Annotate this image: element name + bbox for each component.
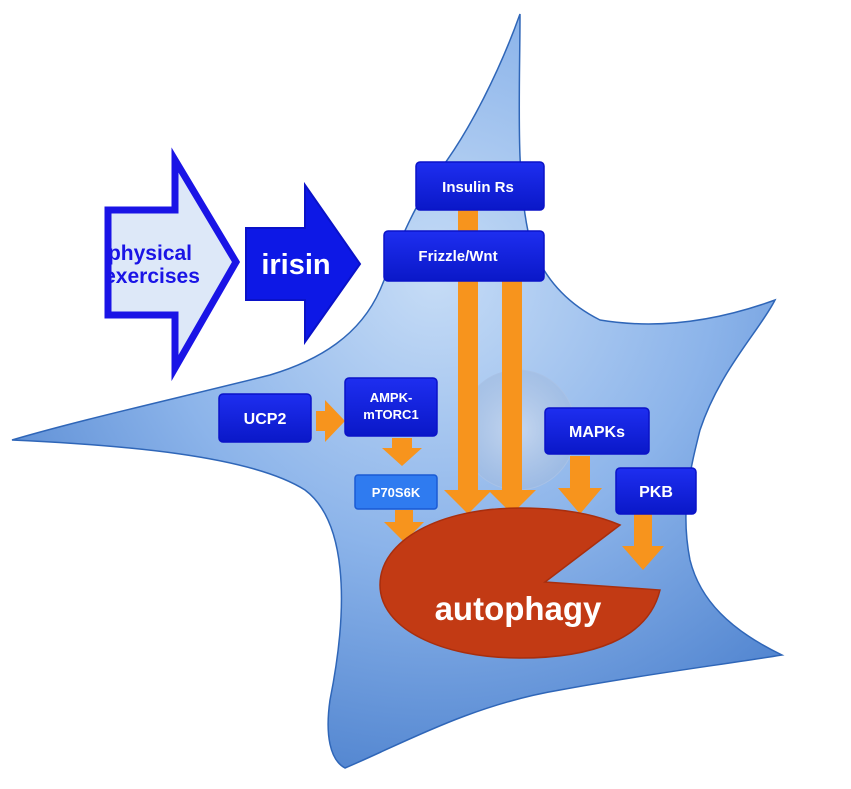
p70s6k-to-autophagy-arrow xyxy=(384,510,424,542)
mapks-box: MAPKs xyxy=(544,407,650,455)
ampk-to-p70s6k-arrow xyxy=(382,438,422,466)
ucp2-label: UCP2 xyxy=(244,411,287,428)
irisin-arrow: irisin xyxy=(245,181,362,346)
mapks-label: MAPKs xyxy=(569,424,625,441)
p70s6k-label: P70S6K xyxy=(372,485,421,500)
mapks-to-autophagy-arrow xyxy=(558,456,602,514)
autophagy-label: autophagy xyxy=(435,590,602,627)
ampk-mtorc1-box: AMPK- mTORC1 xyxy=(344,377,438,437)
irisin-label: irisin xyxy=(261,249,330,281)
autophagy-shape: autophagy xyxy=(379,507,661,659)
physical-label: physical xyxy=(108,242,192,265)
pkb-to-autophagy-arrow xyxy=(622,514,664,570)
signal-arrows xyxy=(316,200,664,570)
pkb-label: PKB xyxy=(639,484,673,501)
insulin-signal-arrow xyxy=(444,200,492,514)
ucp2-to-ampk-arrow xyxy=(316,400,345,442)
insulin-receptor-box: Insulin Rs xyxy=(415,161,545,211)
insulin-receptor-label: Insulin Rs xyxy=(442,179,514,196)
pkb-box: PKB xyxy=(615,467,697,515)
p70s6k-box: P70S6K xyxy=(354,474,438,510)
frizzle-wnt-label: Frizzle/Wnt xyxy=(418,248,497,265)
mtorc1-label: mTORC1 xyxy=(363,407,418,422)
frizzle-wnt-box: Frizzle/Wnt xyxy=(383,230,545,282)
exercises-label: exercises xyxy=(104,265,200,288)
ampk-label: AMPK- xyxy=(370,390,413,405)
wnt-signal-arrow xyxy=(488,272,536,514)
physical-exercises-arrow: physical exercises xyxy=(104,147,241,382)
ucp2-box: UCP2 xyxy=(218,393,312,443)
